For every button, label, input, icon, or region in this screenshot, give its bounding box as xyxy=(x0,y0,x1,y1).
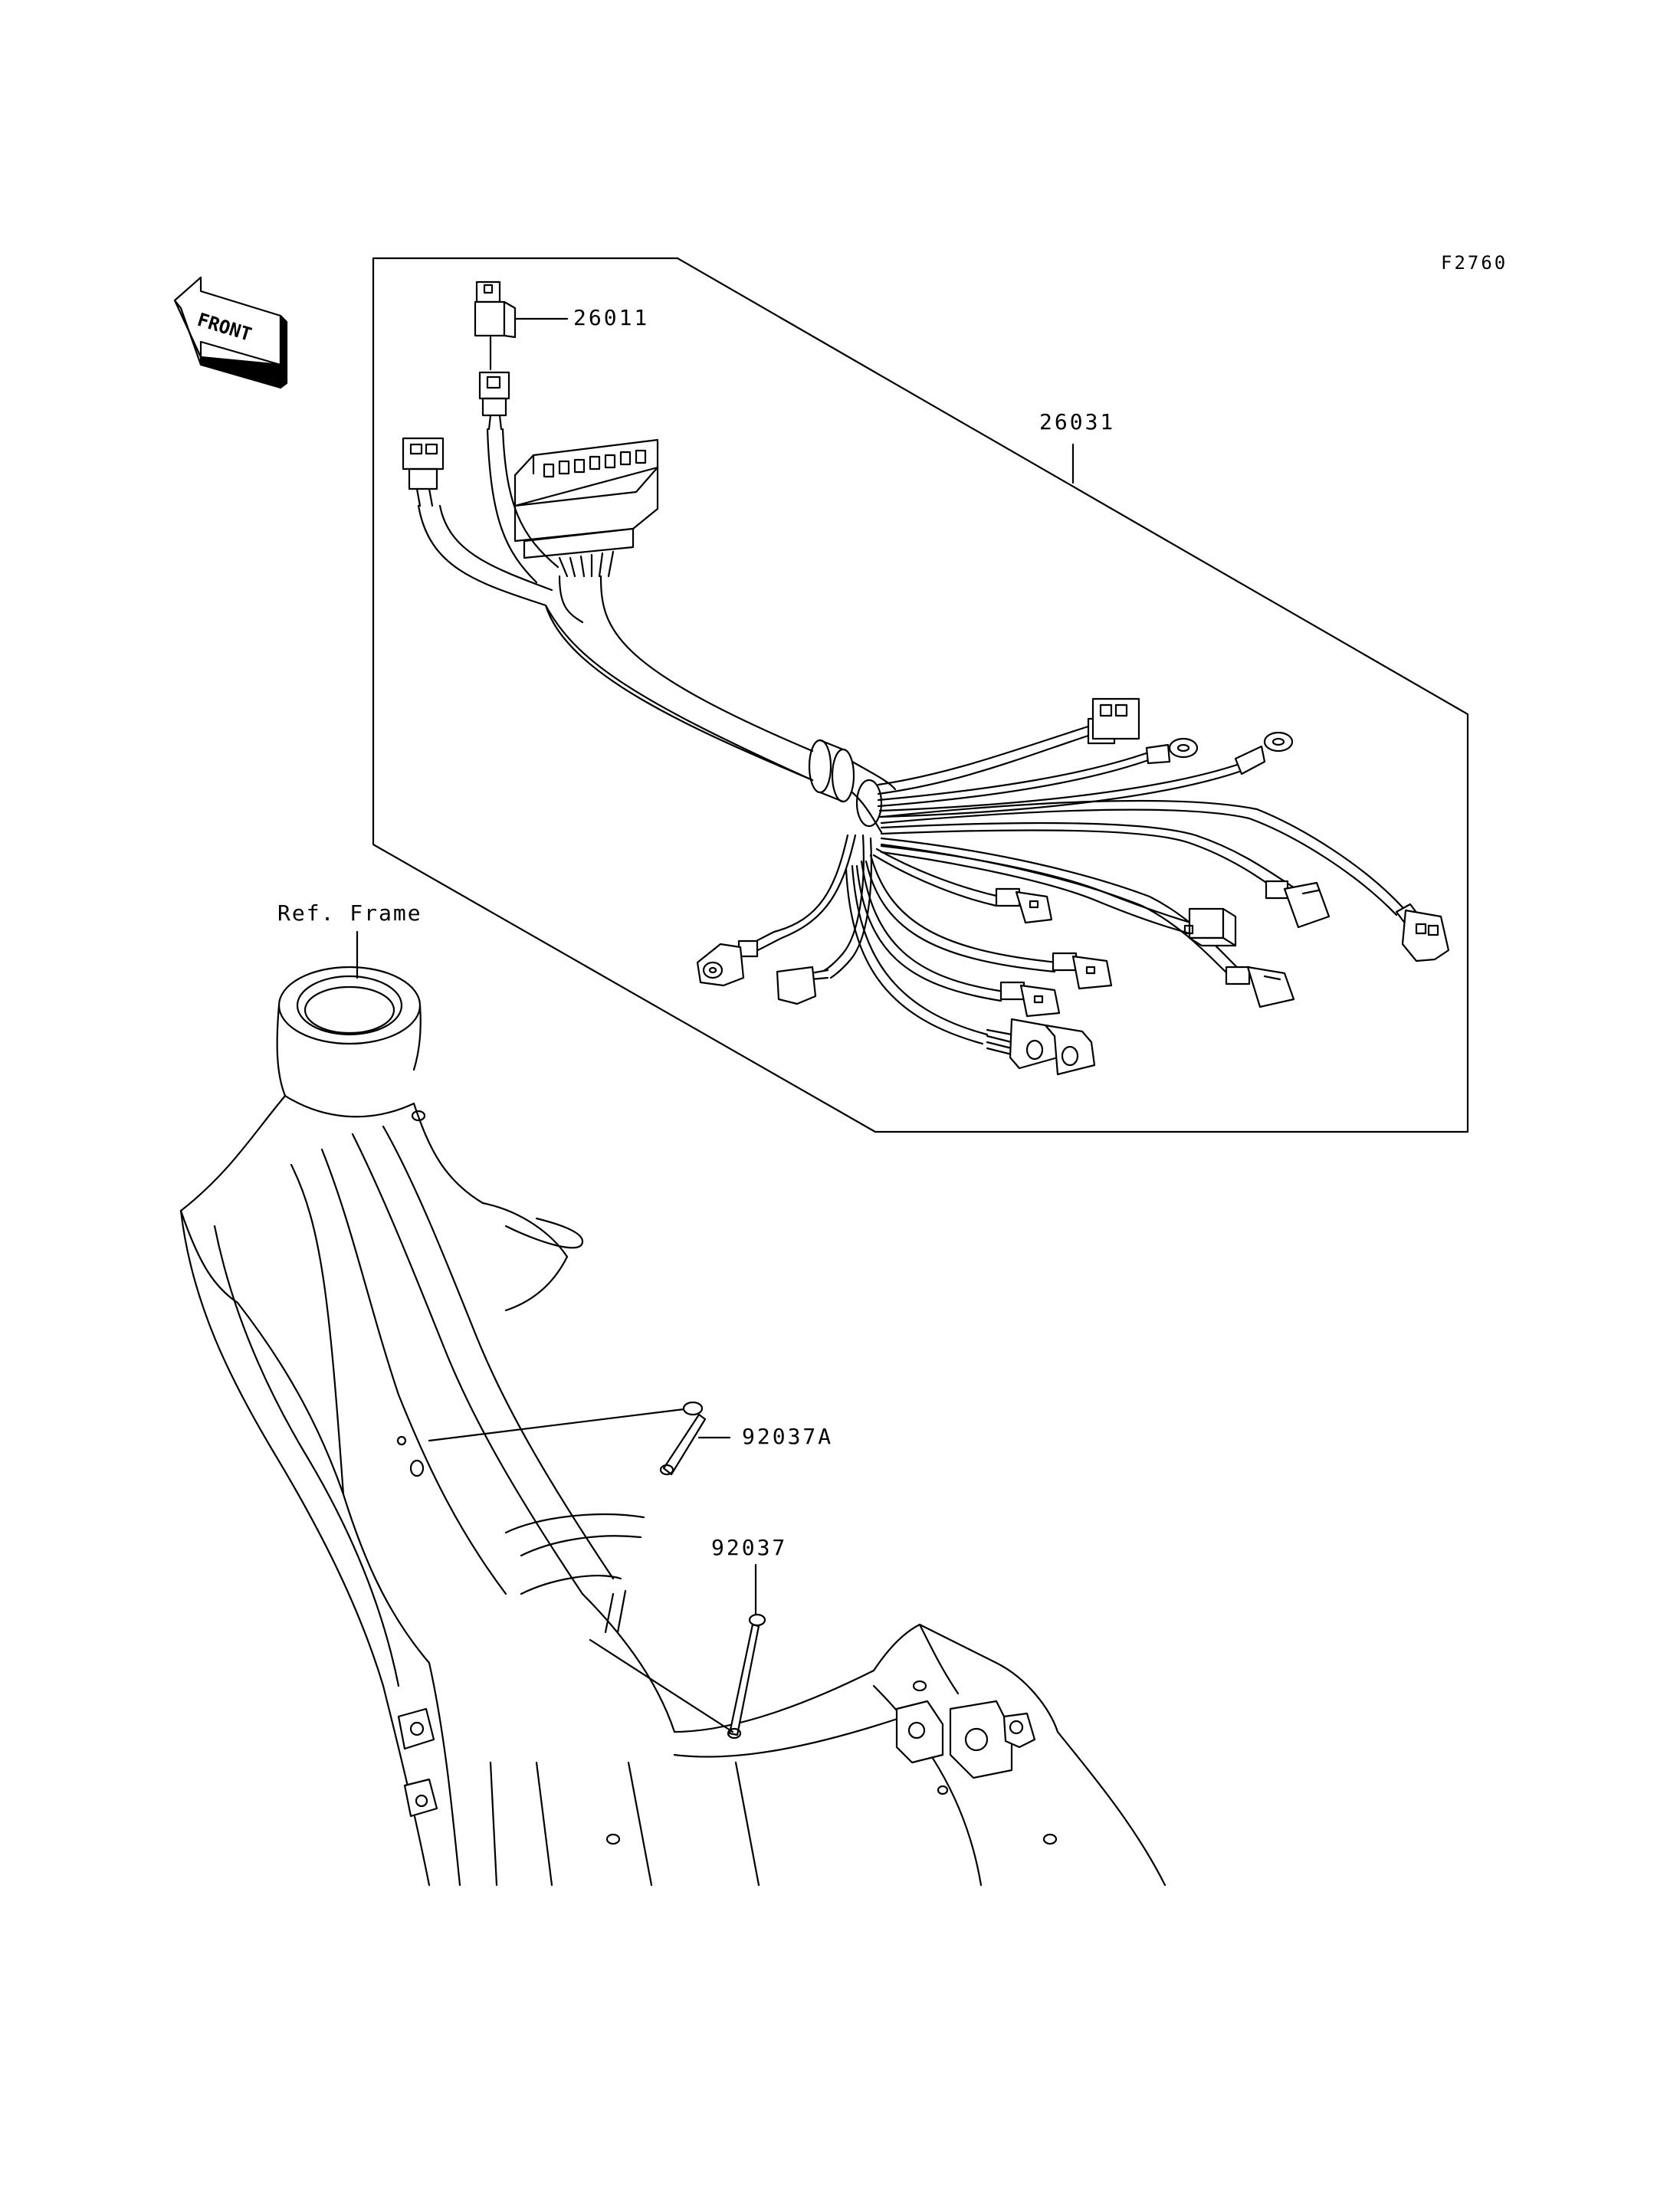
cable-tie-92037A xyxy=(428,1401,731,1476)
connector-26011 xyxy=(474,280,569,371)
ref-frame-label: Ref. Frame xyxy=(277,900,422,926)
part-number-26011: 26011 xyxy=(573,305,650,330)
frame-reference xyxy=(179,930,1166,1887)
connector-upper-small xyxy=(478,371,510,431)
part-number-92037A: 92037A xyxy=(742,1424,834,1449)
harness-trunk xyxy=(417,428,897,834)
front-arrow-icon: FRONT xyxy=(173,276,288,389)
cable-tie-92037 xyxy=(589,1563,766,1740)
figure-code: F2760 xyxy=(1441,252,1508,274)
harness-branches xyxy=(696,697,1450,1076)
part-number-26031: 26031 xyxy=(1039,409,1116,434)
part-number-92037: 92037 xyxy=(711,1535,788,1560)
kit-outline-box xyxy=(372,257,1469,1133)
connector-upper-left xyxy=(402,437,445,507)
main-ecu-connector xyxy=(514,438,659,578)
